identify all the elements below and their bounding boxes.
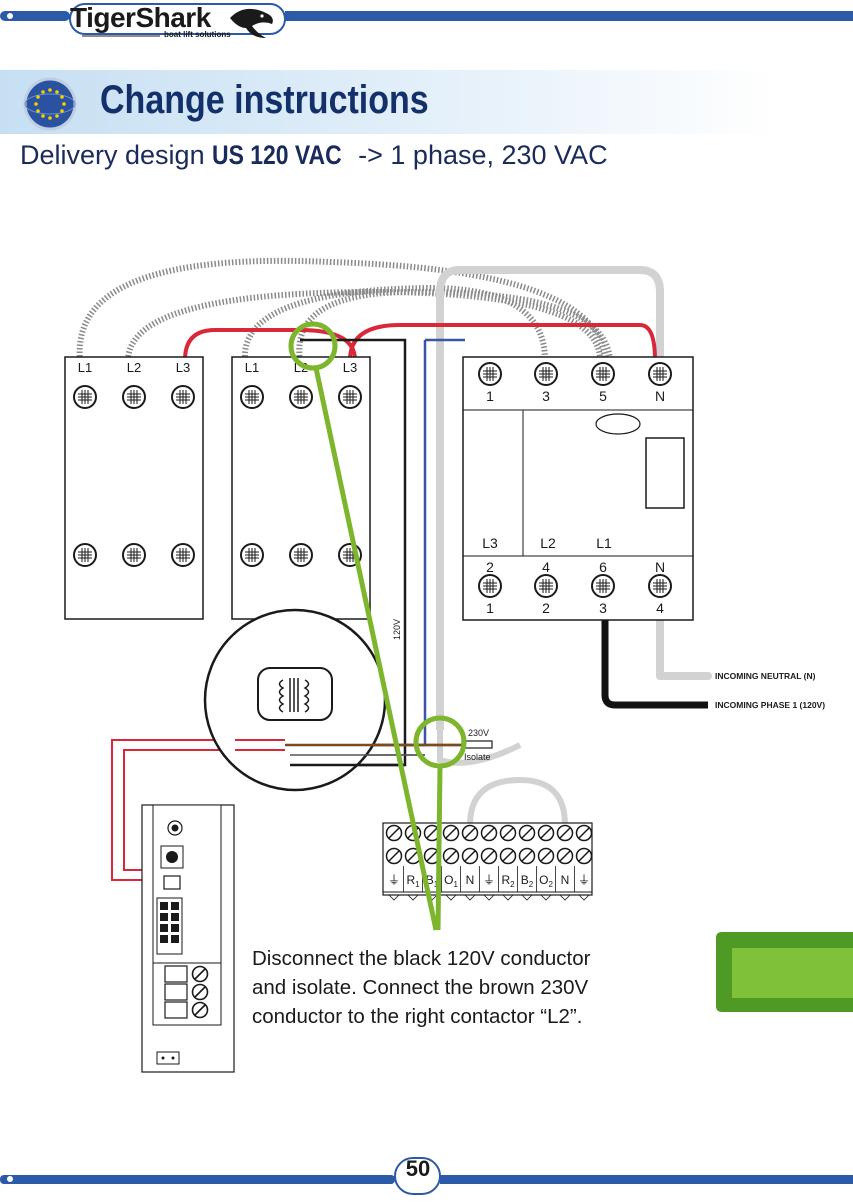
dotted-cables <box>76 257 613 361</box>
contactor-left-l3: L3 <box>176 360 190 375</box>
contactor-right-l1: L1 <box>245 360 259 375</box>
breaker-bottom-4: 4 <box>542 559 550 575</box>
breaker-top-5: 5 <box>599 388 607 404</box>
header-bar <box>0 3 853 38</box>
subtitle-emphasis: US 120 VAC <box>212 140 342 170</box>
voltage-230-label: 230V <box>468 728 489 738</box>
transformer-icon <box>278 678 310 713</box>
page-title: Change instructions <box>100 78 429 122</box>
incoming-phase-label: INCOMING PHASE 1 (120V) <box>715 700 825 710</box>
breaker-num-2: 2 <box>542 600 550 616</box>
brand-logo: TigerShark <box>70 2 211 33</box>
subtitle-prefix: Delivery design <box>20 140 213 170</box>
contactor-right-l3: L3 <box>343 360 357 375</box>
breaker-top-3: 3 <box>542 388 550 404</box>
contactor-left-l2: L2 <box>127 360 141 375</box>
breaker-bottom-6: 6 <box>599 559 607 575</box>
terminal-label: ⏚ <box>483 873 495 887</box>
incoming-neutral-label: INCOMING NEUTRAL (N) <box>715 671 816 681</box>
breaker-mid-l3: L3 <box>482 535 498 551</box>
shark-icon <box>230 8 273 38</box>
page-number-badge <box>394 1157 441 1195</box>
instruction-note: Disconnect the black 120V conductor and … <box>252 947 591 1028</box>
control-board <box>141 804 235 1073</box>
breaker-mid-l1: L1 <box>596 535 612 551</box>
page-number: 50 <box>405 1156 431 1181</box>
contactor-left-l1: L1 <box>78 360 92 375</box>
breaker-num-1: 1 <box>486 600 494 616</box>
isolate-label: Isolate <box>464 752 491 762</box>
breaker-bottom-2: 2 <box>486 559 494 575</box>
terminal-label: N <box>466 873 475 887</box>
voltage-120-label: 120V <box>392 619 402 640</box>
terminal-label: N <box>561 873 570 887</box>
subtitle: Delivery design US 120 VAC -> 1 phase, 2… <box>20 140 608 171</box>
breaker-top-1: 1 <box>486 388 494 404</box>
eu-globe-icon <box>23 77 77 131</box>
breaker-bottom-n: N <box>655 559 665 575</box>
isolate-connector <box>461 740 493 749</box>
terminal-label: ⏚ <box>578 873 590 887</box>
breaker-num-4: 4 <box>656 600 664 616</box>
subtitle-suffix: -> 1 phase, 230 VAC <box>350 140 608 170</box>
title-band <box>0 70 780 134</box>
side-tab <box>716 932 853 1012</box>
breaker-mid-l2: L2 <box>540 535 556 551</box>
brand-tagline: boat lift solutions <box>164 30 231 39</box>
breaker-top-n: N <box>655 388 665 404</box>
terminal-label: ⏚ <box>388 873 400 887</box>
breaker-num-3: 3 <box>599 600 607 616</box>
highlight-markers <box>288 321 467 931</box>
